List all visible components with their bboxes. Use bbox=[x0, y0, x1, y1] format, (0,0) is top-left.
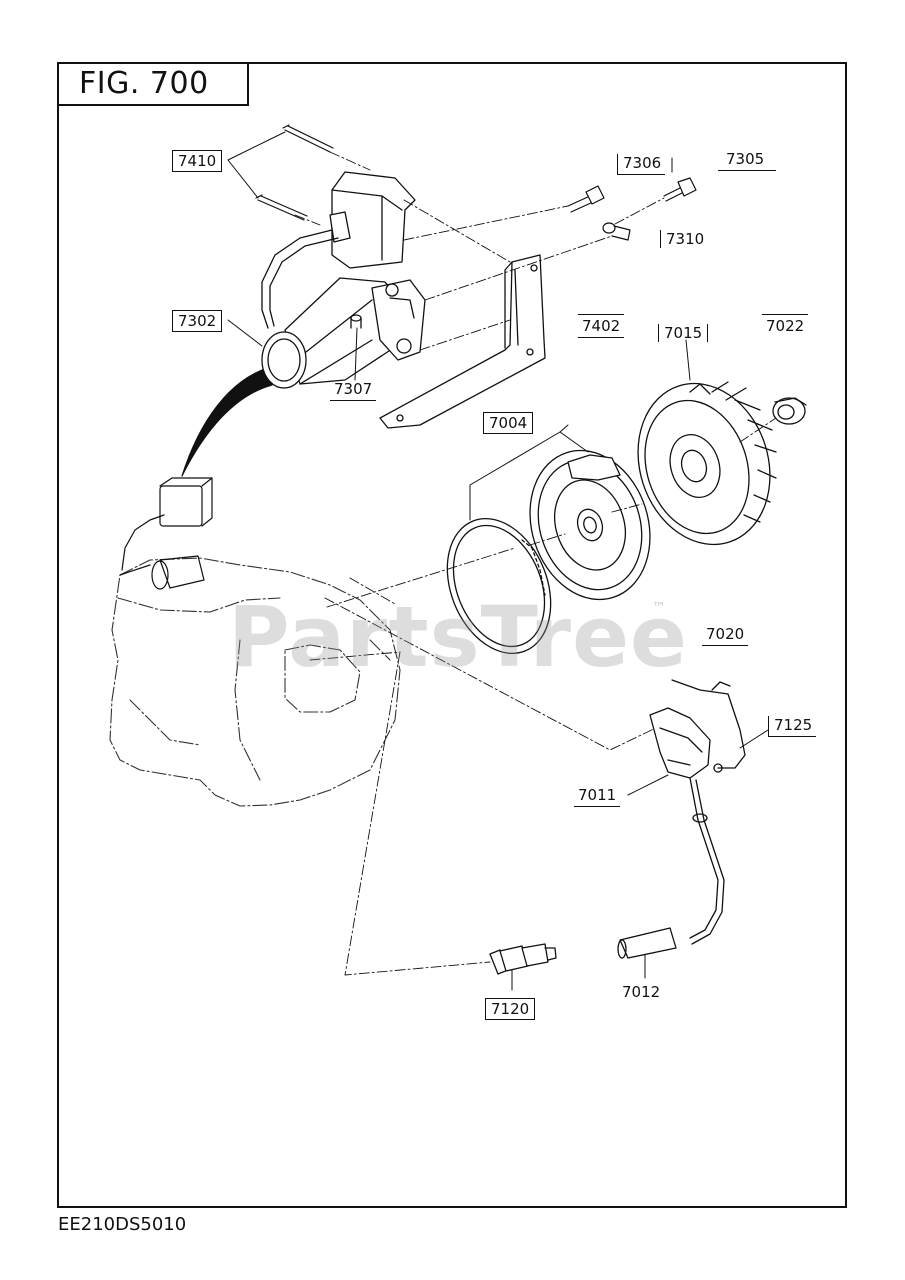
starter-motor bbox=[261, 171, 426, 389]
part-label-7022: 7022 bbox=[762, 314, 809, 335]
assembly-lines-center bbox=[309, 417, 777, 976]
part-label-7011: 7011 bbox=[574, 786, 621, 807]
part-label-7410: 7410 bbox=[172, 150, 223, 172]
spark-plug bbox=[489, 943, 557, 975]
ring-gear bbox=[446, 518, 552, 654]
part-label-7302: 7302 bbox=[172, 310, 223, 332]
cooling-fan bbox=[637, 381, 777, 546]
ignition-coil bbox=[617, 679, 746, 959]
part-label-7004: 7004 bbox=[483, 412, 534, 434]
part-label-7310: 7310 bbox=[660, 230, 704, 248]
part-label-7015: 7015 bbox=[658, 324, 709, 342]
part-label-7125: 7125 bbox=[768, 716, 817, 737]
leader-lines bbox=[227, 131, 769, 991]
part-label-7120: 7120 bbox=[485, 998, 536, 1020]
assembly-lines-upper bbox=[294, 151, 665, 351]
detail-callout-wedge bbox=[181, 367, 273, 477]
watermark: PartsTree bbox=[228, 588, 689, 686]
bolt-7305 bbox=[663, 177, 697, 202]
engine-block-outline bbox=[109, 557, 401, 807]
part-label-7012: 7012 bbox=[622, 983, 661, 1001]
terminal-7310 bbox=[602, 222, 631, 241]
engine-starter-detail bbox=[119, 477, 213, 590]
figure-frame bbox=[57, 62, 847, 1208]
part-label-7306: 7306 bbox=[617, 154, 666, 175]
part-label-7305: 7305 bbox=[718, 150, 777, 171]
part-label-7402: 7402 bbox=[578, 314, 625, 338]
bolt-7306 bbox=[567, 185, 605, 213]
long-bolts bbox=[255, 124, 334, 221]
flywheel bbox=[529, 449, 651, 601]
figure-title: FIG. 700 bbox=[57, 62, 249, 106]
part-label-7307: 7307 bbox=[330, 380, 377, 401]
bracket bbox=[379, 254, 546, 429]
flywheel-nut bbox=[772, 397, 807, 425]
document-code: EE210DS5010 bbox=[58, 1214, 187, 1235]
part-label-7020: 7020 bbox=[702, 625, 749, 646]
trademark-mark: ™ bbox=[652, 600, 666, 616]
